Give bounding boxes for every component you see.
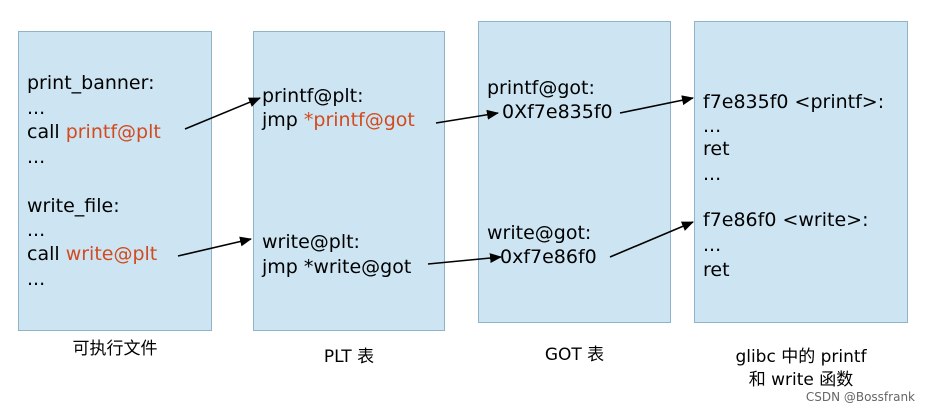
glibc-caption-line1: glibc 中的 printf <box>735 347 867 367</box>
arrow-jmp-printf-got <box>435 109 499 124</box>
arrow-call-printf <box>184 97 261 130</box>
printf-plt-ref: printf@plt <box>65 121 161 143</box>
call-keyword: call <box>27 243 66 265</box>
ellipsis: ... <box>703 115 722 137</box>
printf-got-address: 0Xf7e835f0 <box>502 101 613 123</box>
write-function-header: f7e86f0 <write>: <box>703 209 869 231</box>
ellipsis: ... <box>27 219 46 241</box>
write-got-address: 0xf7e86f0 <box>500 246 597 268</box>
executable-box <box>18 31 212 331</box>
glibc-caption-line2: 和 write 函数 <box>748 370 854 390</box>
ret-instruction: ret <box>703 259 730 281</box>
plt-caption: PLT 表 <box>323 347 375 367</box>
write-plt-label: write@plt: <box>262 231 360 253</box>
call-write-line: call write@plt <box>27 243 157 265</box>
glibc-box <box>694 21 908 323</box>
printf-plt-label: printf@plt: <box>262 85 364 107</box>
ellipsis: ... <box>27 268 46 290</box>
printf-plt-jmp: jmp *printf@got <box>262 109 415 131</box>
write-plt-ref: write@plt <box>65 243 158 265</box>
printf-got-label: printf@got: <box>487 77 595 99</box>
write-file-label: write_file: <box>27 195 120 217</box>
write-plt-jmp: jmp *write@got <box>262 256 412 278</box>
got-box <box>478 21 671 323</box>
arrow-jmp-write-got <box>427 253 502 265</box>
call-keyword: call <box>27 121 66 143</box>
jmp-keyword: jmp <box>262 109 304 131</box>
arrow-got-to-write <box>609 221 694 258</box>
watermark: CSDN @Bossfrank <box>805 390 915 404</box>
ellipsis: ... <box>27 146 46 168</box>
ellipsis: ... <box>27 97 46 119</box>
got-caption: GOT 表 <box>544 345 605 365</box>
write-got-label: write@got: <box>487 222 592 244</box>
plt-box <box>253 31 445 331</box>
arrow-got-to-printf <box>619 95 694 114</box>
print-banner-label: print_banner: <box>27 72 155 94</box>
ellipsis: ... <box>703 163 722 185</box>
ellipsis: ... <box>703 234 722 256</box>
printf-function-header: f7e835f0 <printf>: <box>703 91 885 113</box>
call-printf-line: call printf@plt <box>27 121 161 143</box>
executable-caption: 可执行文件 <box>72 339 158 359</box>
printf-got-ref: *printf@got <box>303 109 415 131</box>
ret-instruction: ret <box>703 138 730 160</box>
arrow-call-write <box>177 236 252 257</box>
